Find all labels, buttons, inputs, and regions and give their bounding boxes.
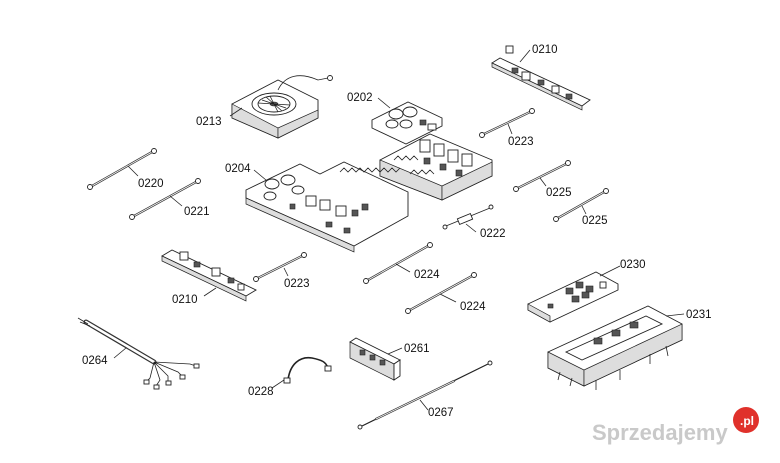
label-0228: 0228 bbox=[248, 386, 274, 398]
label-0225-b: 0225 bbox=[582, 215, 608, 227]
part-0225-wire-a bbox=[513, 160, 571, 192]
leader-0224-a bbox=[395, 263, 411, 273]
leader-0230 bbox=[599, 265, 621, 277]
label-0264: 0264 bbox=[82, 355, 108, 367]
part-labels: 0210 0213 0202 0223 0220 0221 0204 0225 … bbox=[82, 44, 712, 419]
part-0224-ribbon-a bbox=[363, 242, 433, 284]
label-0223-upper: 0223 bbox=[508, 136, 534, 148]
part-0267-wire bbox=[357, 360, 493, 430]
leader-0228 bbox=[271, 379, 285, 389]
label-0231: 0231 bbox=[686, 309, 712, 321]
watermark: Sprzedajemy .pl bbox=[592, 407, 759, 445]
part-0223-upper-wire bbox=[479, 108, 535, 138]
leader-0202 bbox=[377, 97, 391, 109]
label-0267: 0267 bbox=[428, 407, 454, 419]
part-0204-main-board bbox=[245, 161, 409, 253]
leader-0222 bbox=[465, 223, 477, 233]
label-0230: 0230 bbox=[620, 259, 646, 271]
leader-0267 bbox=[419, 399, 429, 411]
part-0224-ribbon-b bbox=[405, 272, 477, 314]
part-0261-connector bbox=[349, 337, 401, 381]
label-0213: 0213 bbox=[196, 116, 222, 128]
part-0213-fan bbox=[231, 75, 333, 139]
part-0231-frame bbox=[547, 305, 683, 390]
part-0264-harness bbox=[77, 317, 200, 390]
leader-0231 bbox=[665, 313, 685, 317]
leader-0225-a bbox=[539, 177, 547, 187]
label-0261: 0261 bbox=[404, 343, 430, 355]
leader-0264 bbox=[113, 347, 127, 359]
part-0221-ribbon bbox=[129, 178, 201, 220]
part-0202-power-board bbox=[379, 133, 493, 201]
leader-0223-upper bbox=[507, 123, 513, 135]
label-0222: 0222 bbox=[480, 228, 506, 240]
label-0210-top: 0210 bbox=[532, 44, 558, 56]
part-0202-board bbox=[371, 101, 443, 145]
label-0202: 0202 bbox=[347, 92, 373, 104]
leader-0204 bbox=[253, 169, 267, 181]
leader-0220 bbox=[127, 165, 139, 177]
part-0220-ribbon bbox=[87, 148, 157, 190]
leader-0223-lower bbox=[283, 267, 289, 277]
leader-0210-top bbox=[519, 49, 531, 63]
label-0204: 0204 bbox=[225, 163, 251, 175]
leader-0261 bbox=[387, 347, 403, 355]
leader-0210-left bbox=[203, 287, 217, 297]
leader-0213 bbox=[229, 107, 243, 117]
label-0220: 0220 bbox=[138, 178, 164, 190]
part-0228-cable bbox=[283, 356, 332, 384]
leader-0224-b bbox=[439, 293, 457, 303]
part-0230-control-board bbox=[527, 271, 619, 323]
label-0223-lower: 0223 bbox=[284, 278, 310, 290]
part-0223-lower-wire bbox=[253, 252, 307, 282]
leader-0225-b bbox=[581, 205, 587, 215]
label-0224-b: 0224 bbox=[460, 301, 486, 313]
part-0222-fuse bbox=[442, 204, 494, 230]
watermark-badge: .pl bbox=[740, 414, 754, 428]
part-0210-left-board bbox=[161, 249, 257, 302]
label-0221: 0221 bbox=[184, 206, 210, 218]
label-0224-a: 0224 bbox=[414, 269, 440, 281]
part-0225-wire-b bbox=[553, 188, 609, 222]
part-0210-top-board bbox=[491, 57, 591, 111]
label-0225-a: 0225 bbox=[546, 187, 572, 199]
leader-0221 bbox=[169, 195, 183, 207]
watermark-badge-circle bbox=[733, 407, 759, 433]
label-0210-left: 0210 bbox=[172, 294, 198, 306]
watermark-text: Sprzedajemy bbox=[592, 420, 728, 445]
